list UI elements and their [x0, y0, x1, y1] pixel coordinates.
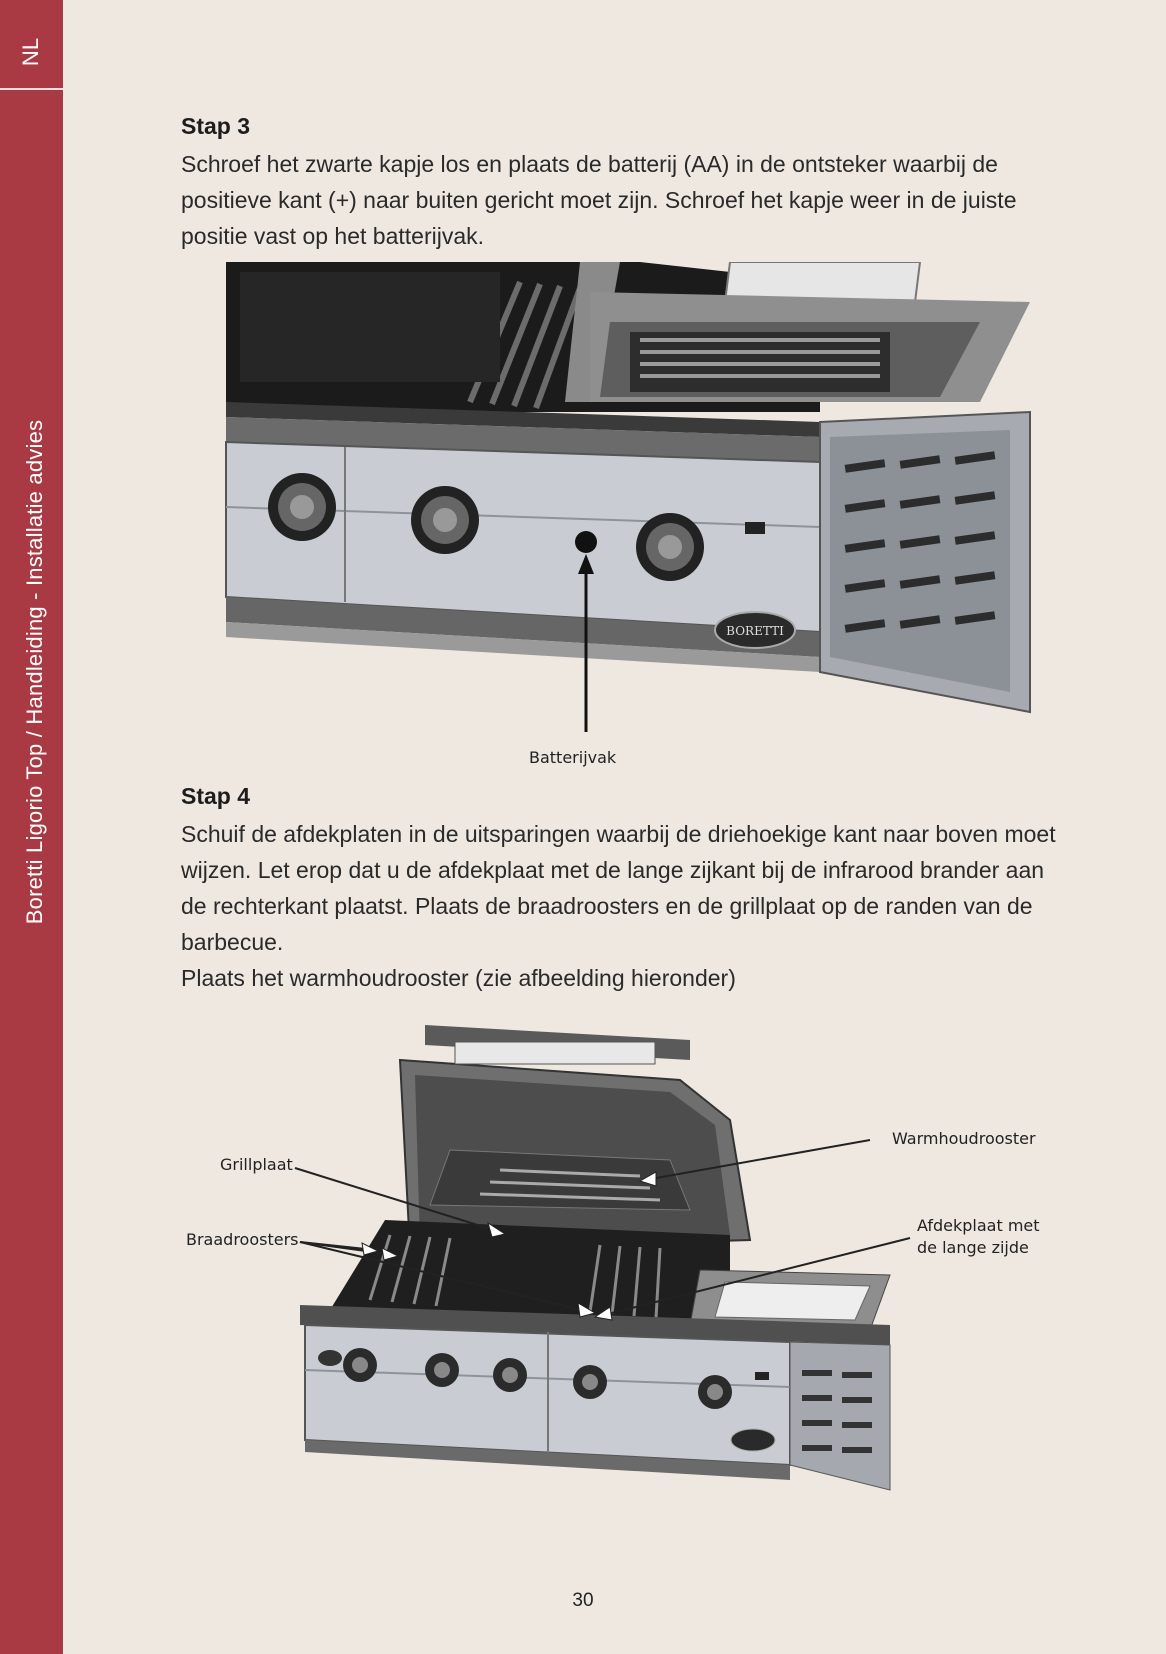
- sidebar: NL Boretti Ligorio Top / Handleiding - I…: [0, 0, 63, 1654]
- callout-grillplaat: Grillplaat: [220, 1155, 293, 1174]
- callout-batterijvak: Batterijvak: [529, 748, 617, 767]
- page-number: 30: [572, 1590, 594, 1611]
- language-label: NL: [18, 37, 44, 67]
- battery-cap-icon: [575, 531, 597, 553]
- knob-icon: [411, 486, 479, 554]
- callout-braadroosters: Braadroosters: [186, 1230, 299, 1249]
- step3-heading: Stap 3: [181, 113, 251, 139]
- step3-text: Schroef het zwarte kapje los en plaats d…: [181, 151, 1017, 249]
- svg-text:BORETTI: BORETTI: [726, 624, 784, 638]
- callout-warmhoudrooster: Warmhoudrooster: [892, 1129, 1036, 1148]
- language-label-box: NL: [0, 22, 63, 82]
- knob-icon: [636, 513, 704, 581]
- figure-battery-compartment: BORETTI: [225, 262, 1031, 732]
- boretti-logo-badge: [714, 611, 796, 649]
- step4-text: Schuif de afdekplaten in de uitsparingen…: [181, 821, 1056, 991]
- step4-heading: Stap 4: [181, 783, 251, 809]
- knob-icon: [268, 473, 336, 541]
- figure-bbq-overview: [294, 1025, 911, 1491]
- sidebar-divider: [0, 88, 63, 90]
- callout-afdekplaat: Afdekplaat met de lange zijde: [917, 1216, 1040, 1257]
- document-title: Boretti Ligorio Top / Handleiding - Inst…: [22, 419, 47, 925]
